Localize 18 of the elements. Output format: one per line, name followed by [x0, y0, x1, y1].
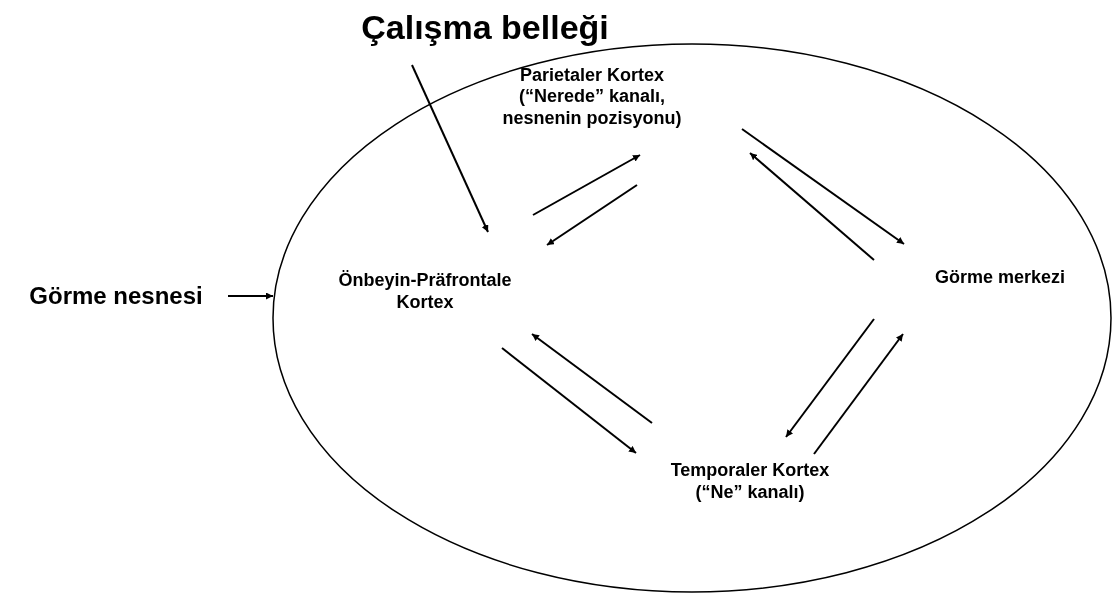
arrow [227, 292, 274, 300]
node-label: Temporaler Kortex [670, 460, 830, 482]
arrow [749, 152, 875, 261]
arrow [813, 333, 904, 455]
node-label: Görme nesnesi [29, 281, 203, 311]
node-label: (“Ne” kanalı) [695, 482, 805, 504]
arrow [531, 333, 653, 424]
arrow [411, 64, 489, 233]
node-label: Parietaler Kortex [519, 64, 665, 87]
arrow [785, 318, 875, 438]
arrow [741, 128, 905, 245]
node-label: Görme merkezi [934, 267, 1066, 289]
arrow [532, 154, 641, 216]
node-label: (“Nerede” kanalı, nesnenin pozisyonu) [501, 86, 683, 130]
node-label: Önbeyin-Präfrontale Kortex [337, 270, 513, 314]
arrow [501, 347, 637, 454]
node-label: Çalışma belleği [361, 6, 609, 48]
arrow [546, 184, 638, 246]
